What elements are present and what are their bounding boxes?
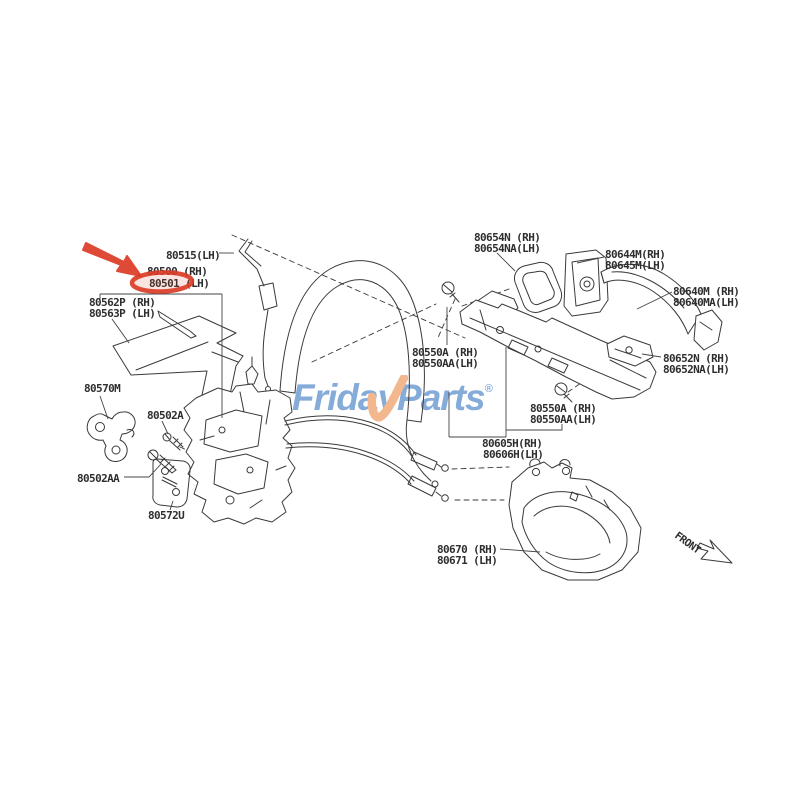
label-80644m: 80644M(RH) [605,248,665,261]
label-80550aa-right: 80550AA(LH) [530,413,596,426]
part-handle-base-rail-80605h [459,290,657,400]
red-arrow-icon [82,242,142,277]
part-lock-rod-80515 [238,238,278,392]
part-screw-80502aa [147,449,177,474]
part-handle-cap-80652n [606,335,654,367]
label-leader-lines [99,252,673,553]
part-handle-bar-80640m [600,263,723,351]
label-80652na: 80652NA(LH) [663,363,729,376]
label-80605h: 80605H(RH) [482,437,542,450]
label-80563p: 80563P (LH) [89,307,155,320]
label-80550a-right: 80550A (RH) [530,402,596,415]
label-80502aa: 80502AA [77,472,120,485]
label-front: FRONT [672,530,702,557]
part-screw-80502a [162,432,184,451]
red-highlight-ellipse [129,270,195,294]
front-arrow-icon [696,539,733,564]
part-lock-assembly-80501 [183,356,296,525]
label-80652n: 80652N (RH) [663,352,729,365]
label-80570m: 80570M [84,382,121,395]
registered-mark: ® [484,383,493,395]
part-inside-handle-80670 [508,458,642,581]
label-80640m: 80640M (RH) [673,285,739,298]
label-80502a: 80502A [147,409,184,422]
part-screw-80550a-right [554,382,573,403]
part-lock-cables [284,415,449,502]
part-screw-80550a-left [441,281,460,303]
part-handle-cap-80644m [563,249,609,317]
label-80654n: 80654N (RH) [474,231,540,244]
label-80671: 80671 (LH) [437,554,497,567]
label-80654na: 80654NA(LH) [474,242,540,255]
watermark-check-icon [367,375,408,422]
watermark-logo: FridayParts® [292,375,493,422]
label-80640ma: 80640MA(LH) [673,296,739,309]
label-80550a-left: 80550A (RH) [412,346,478,359]
label-80645m: 80645M(LH) [605,259,665,272]
label-80670: 80670 (RH) [437,543,497,556]
label-80550aa-left: 80550AA(LH) [412,357,478,370]
label-80515: 80515(LH) [166,249,220,262]
part-labels: 80515(LH) 80500 (RH) 80501 (LH) 80562P (… [77,231,740,567]
part-striker-80570m [86,411,136,462]
label-80606h: 80606H(LH) [483,448,543,461]
highlight-annotation [82,242,195,294]
label-80562p: 80562P (RH) [89,296,155,309]
part-gasket-80654n [514,261,563,313]
part-back-plate-80572u [152,458,191,508]
label-80501: 80501 (LH) [149,277,209,290]
label-80572u: 80572U [148,509,185,522]
part-foam-pad-80562p [112,310,244,429]
part-sash-arc [279,260,439,488]
